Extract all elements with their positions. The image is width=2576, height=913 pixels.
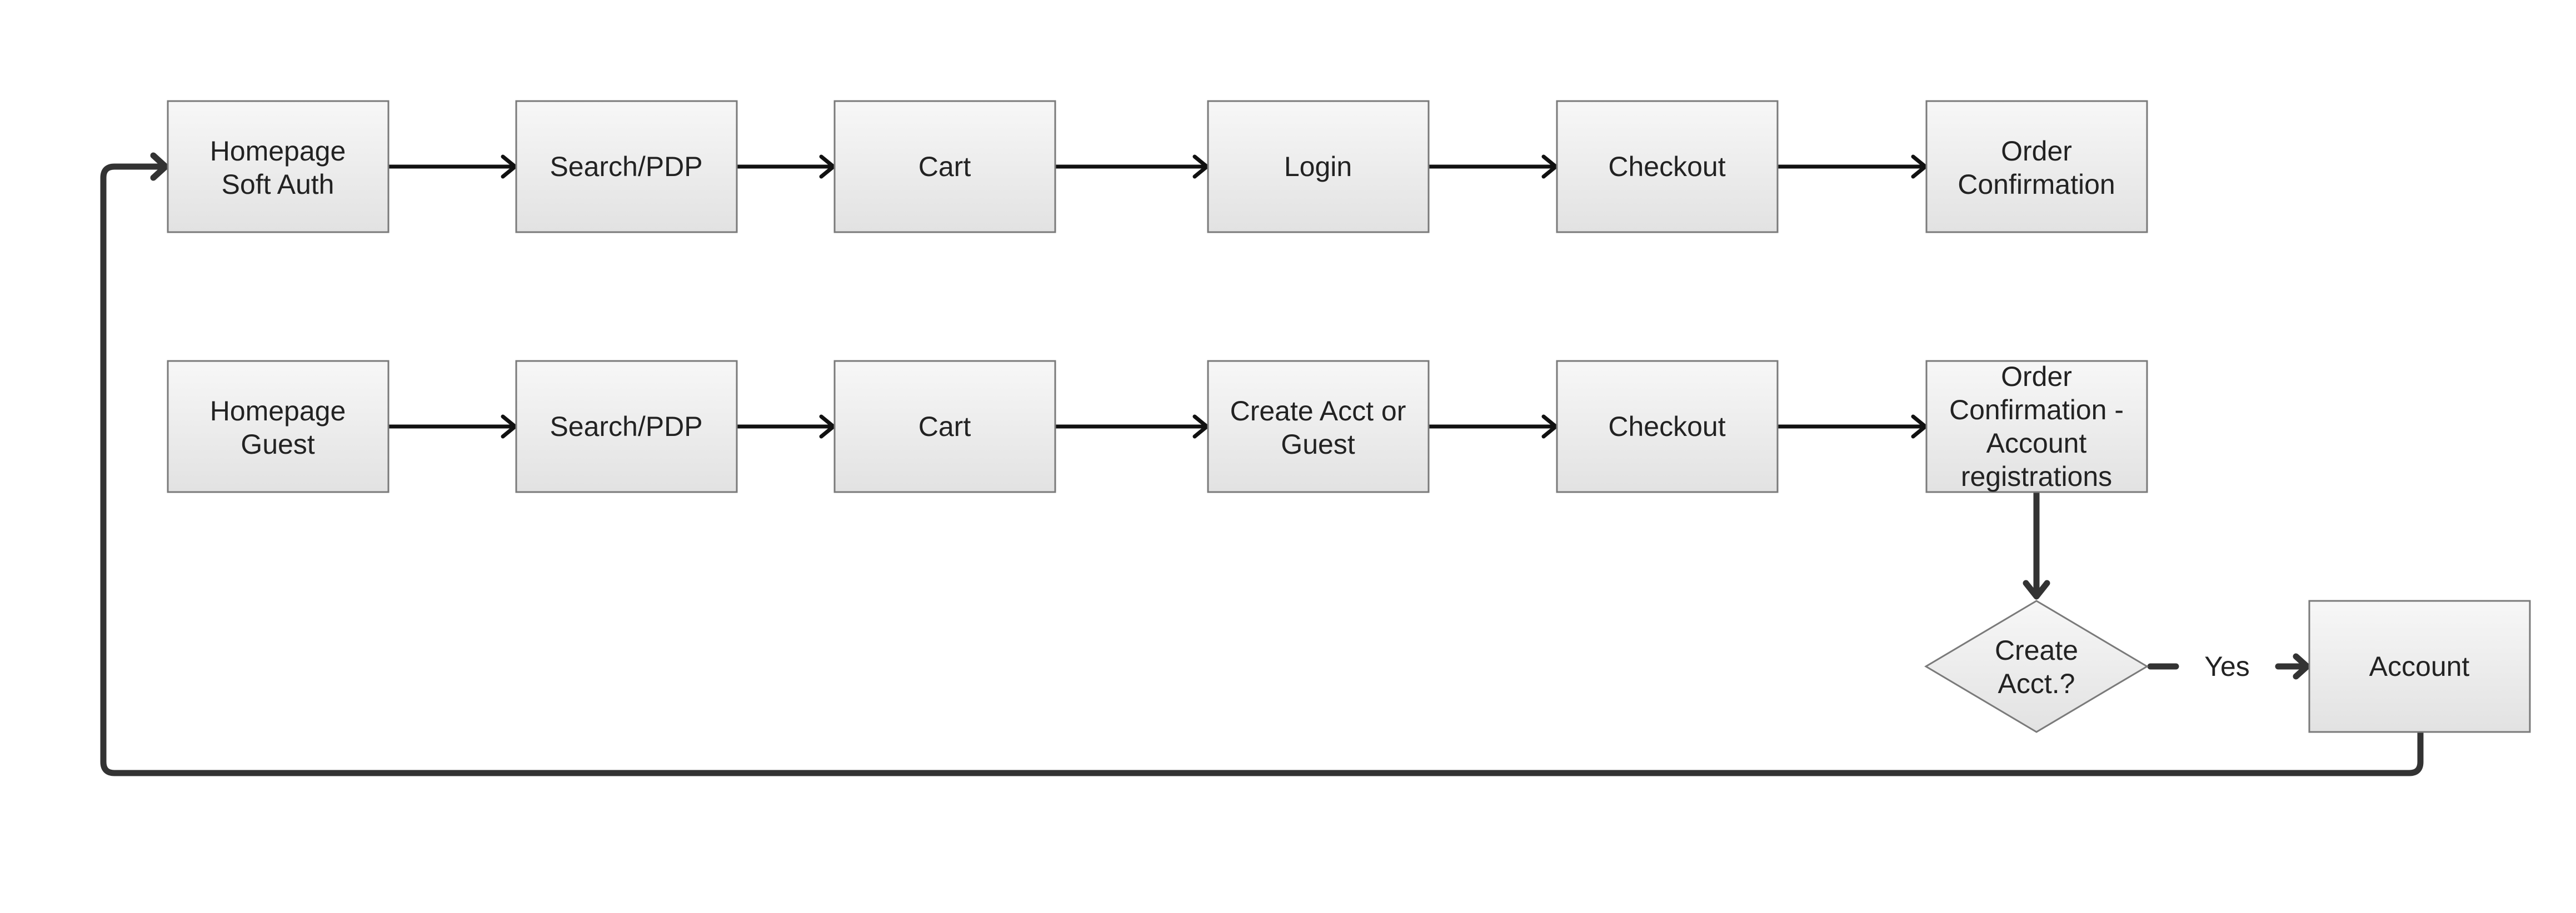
node-cart-row1-label: Cart <box>918 151 971 182</box>
node-order-confirmation-row2-line4: registrations <box>1961 461 2112 492</box>
node-cart-row2: Cart <box>833 360 1056 493</box>
connectors-thick <box>100 152 2424 776</box>
decision-create-acct-line1: Create <box>1995 635 2078 666</box>
arrow-homepage-guest-to-search <box>387 414 517 439</box>
node-search-pdp-row1-label: Search/PDP <box>550 151 702 182</box>
decision-create-acct-line2: Acct.? <box>1998 668 2075 699</box>
arrow-account-loop-to-homepage-soft-auth <box>100 152 2424 776</box>
arrow-homepage-soft-auth-to-search <box>387 154 517 179</box>
node-account-label: Account <box>2369 651 2470 682</box>
arrow-confirmation-to-decision <box>2023 490 2050 600</box>
arrow-checkout-to-confirmation-row1 <box>1775 154 1928 179</box>
node-order-confirmation-row1-line2: Confirmation <box>1958 169 2115 200</box>
node-checkout-row2-label: Checkout <box>1608 411 1725 442</box>
node-search-pdp-row2-label: Search/PDP <box>550 411 702 442</box>
node-create-acct-or-guest: Create Acct or Guest <box>1207 360 1430 493</box>
arrow-search-to-cart-row2 <box>735 414 836 439</box>
arrow-search-to-cart-row1 <box>735 154 836 179</box>
node-homepage-soft-auth-line2: Soft Auth <box>222 169 335 200</box>
arrow-login-to-checkout <box>1426 154 1558 179</box>
node-checkout-row1: Checkout <box>1556 100 1779 233</box>
node-cart-row2-label: Cart <box>918 411 971 442</box>
node-order-confirmation-row1: Order Confirmation <box>1925 100 2148 233</box>
arrow-yes-to-account <box>2275 653 2310 680</box>
arrow-create-acct-to-checkout <box>1426 414 1558 439</box>
node-search-pdp-row1: Search/PDP <box>515 100 738 233</box>
node-login: Login <box>1207 100 1430 233</box>
arrow-cart-to-login <box>1053 154 1209 179</box>
node-order-confirmation-row2-line3: Account <box>1986 428 2087 459</box>
node-homepage-guest-line2: Guest <box>241 429 315 460</box>
arrow-checkout-to-confirmation-row2 <box>1775 414 1928 439</box>
node-order-confirmation-row1-line1: Order <box>2001 136 2072 167</box>
node-create-acct-or-guest-line2: Guest <box>1281 429 1355 460</box>
node-search-pdp-row2: Search/PDP <box>515 360 738 493</box>
node-order-confirmation-row2-line1: Order <box>2001 361 2072 392</box>
node-create-acct-or-guest-line1: Create Acct or <box>1230 395 1406 427</box>
edge-label-yes: Yes <box>2204 651 2250 682</box>
node-login-label: Login <box>1284 151 1352 182</box>
node-homepage-guest: Homepage Guest <box>167 360 390 493</box>
node-order-confirmation-account-registrations: Order Confirmation - Account registratio… <box>1925 360 2148 493</box>
node-account: Account <box>2308 600 2531 733</box>
node-checkout-row2: Checkout <box>1556 360 1779 493</box>
decision-create-acct: Create Acct.? <box>1924 600 2149 733</box>
connectors <box>387 154 1928 439</box>
node-checkout-row1-label: Checkout <box>1608 151 1725 182</box>
node-homepage-soft-auth: Homepage Soft Auth <box>167 100 390 233</box>
arrow-cart-to-create-acct <box>1053 414 1209 439</box>
node-homepage-soft-auth-line1: Homepage <box>210 136 346 167</box>
node-order-confirmation-row2-line2: Confirmation - <box>1949 394 2124 425</box>
node-homepage-guest-line1: Homepage <box>210 395 346 427</box>
node-cart-row1: Cart <box>833 100 1056 233</box>
